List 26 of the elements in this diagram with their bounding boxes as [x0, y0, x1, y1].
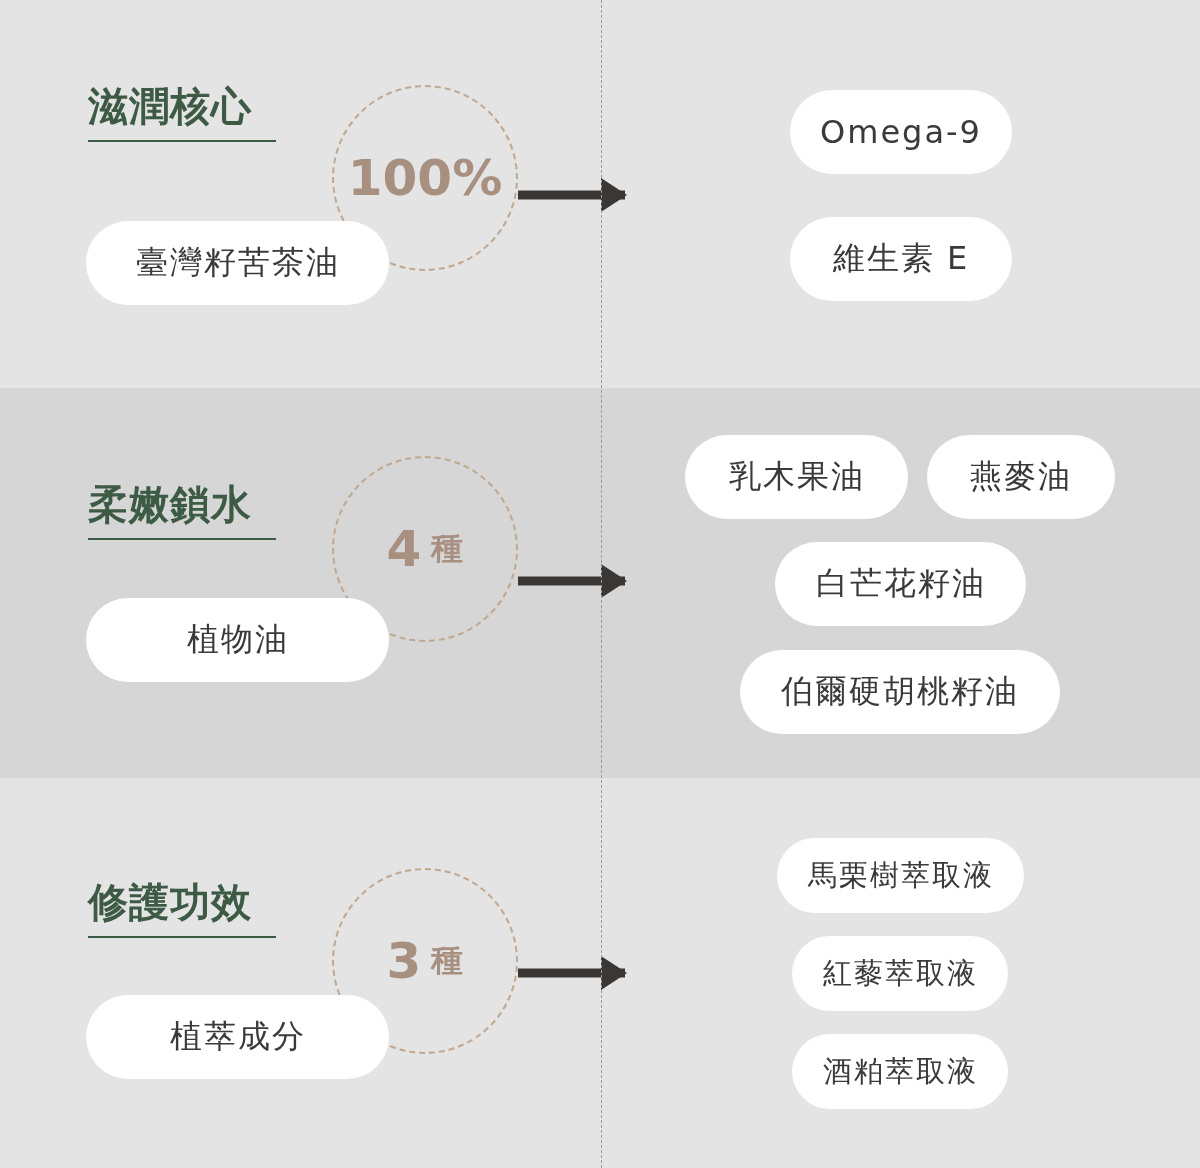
- arrow: [518, 178, 627, 212]
- count-unit: 種: [431, 528, 464, 569]
- section-band: [0, 778, 1200, 1168]
- ingredient-pill: 紅藜萃取液: [792, 936, 1008, 1011]
- ingredient-pill: Omega-9: [790, 90, 1012, 174]
- section-heading: 滋潤核心: [88, 80, 276, 142]
- section-band: [0, 0, 1200, 388]
- arrow: [518, 956, 627, 990]
- ingredient-pill: 白芒花籽油: [775, 542, 1026, 626]
- ingredient-pill: 維生素 E: [790, 217, 1012, 301]
- section-band: [0, 388, 1200, 778]
- ingredient-pill: 酒粕萃取液: [792, 1034, 1008, 1109]
- ingredient-pill: 馬栗樹萃取液: [777, 838, 1024, 913]
- count-number: 100%: [347, 149, 503, 207]
- count-unit: 種: [431, 940, 464, 981]
- ingredient-pill: 燕麥油: [927, 435, 1115, 519]
- ingredient-pill: 植物油: [86, 598, 389, 682]
- section-heading: 修護功效: [88, 876, 276, 938]
- section-heading: 柔嫩鎖水: [88, 478, 276, 540]
- ingredient-pill: 乳木果油: [685, 435, 908, 519]
- ingredient-pill: 伯爾硬胡桃籽油: [740, 650, 1060, 734]
- count-number: 3: [386, 932, 422, 990]
- ingredient-pill: 臺灣籽苦茶油: [86, 221, 389, 305]
- ingredient-pill: 植萃成分: [86, 995, 389, 1079]
- count-number: 4: [386, 520, 422, 578]
- arrow: [518, 564, 627, 598]
